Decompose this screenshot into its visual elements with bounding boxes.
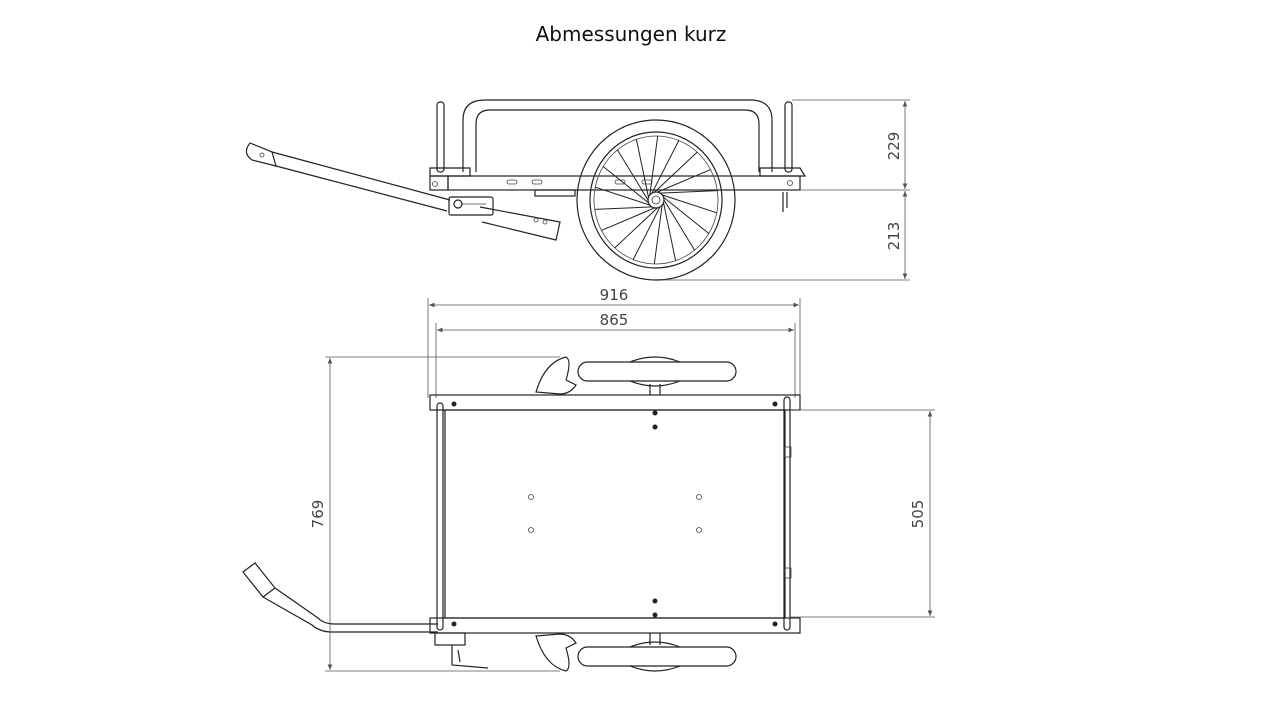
spoke [595, 186, 651, 206]
spoke [632, 206, 661, 260]
wheel-spokes [594, 135, 718, 265]
wheel-top-lower [535, 633, 737, 672]
spoke [659, 190, 718, 194]
dimension-229: 229 [885, 132, 903, 161]
dimension-865: 865 [600, 311, 629, 329]
spoke [649, 135, 659, 195]
wheel-top-upper [535, 356, 737, 395]
side-dimensions: 229 213 916 865 [427, 99, 910, 398]
spoke [594, 206, 653, 210]
top-view [242, 356, 801, 672]
spoke [614, 207, 658, 249]
spoke [657, 169, 711, 193]
spoke [651, 140, 680, 194]
spoke [617, 149, 649, 201]
handle-bar-top [242, 562, 489, 669]
side-view [245, 99, 807, 281]
top-dimensions: 769 505 [309, 356, 935, 672]
dimension-213: 213 [885, 222, 903, 251]
spoke [635, 139, 649, 198]
spoke [663, 196, 710, 234]
spoke [663, 199, 695, 251]
dimension-505: 505 [909, 500, 927, 529]
spoke [661, 194, 717, 214]
wheel-side [576, 119, 736, 281]
frame-side [429, 99, 807, 212]
spoke [602, 166, 649, 204]
frame-top [429, 394, 801, 634]
spoke [653, 205, 663, 265]
handle-bar-side [245, 142, 561, 241]
spoke [601, 207, 655, 231]
drawing-title: Abmessungen kurz [535, 22, 727, 46]
spoke [663, 202, 677, 261]
dimension-769: 769 [309, 500, 327, 529]
dimension-916: 916 [600, 286, 629, 304]
spoke [654, 151, 698, 193]
coupling-bracket [448, 196, 494, 216]
